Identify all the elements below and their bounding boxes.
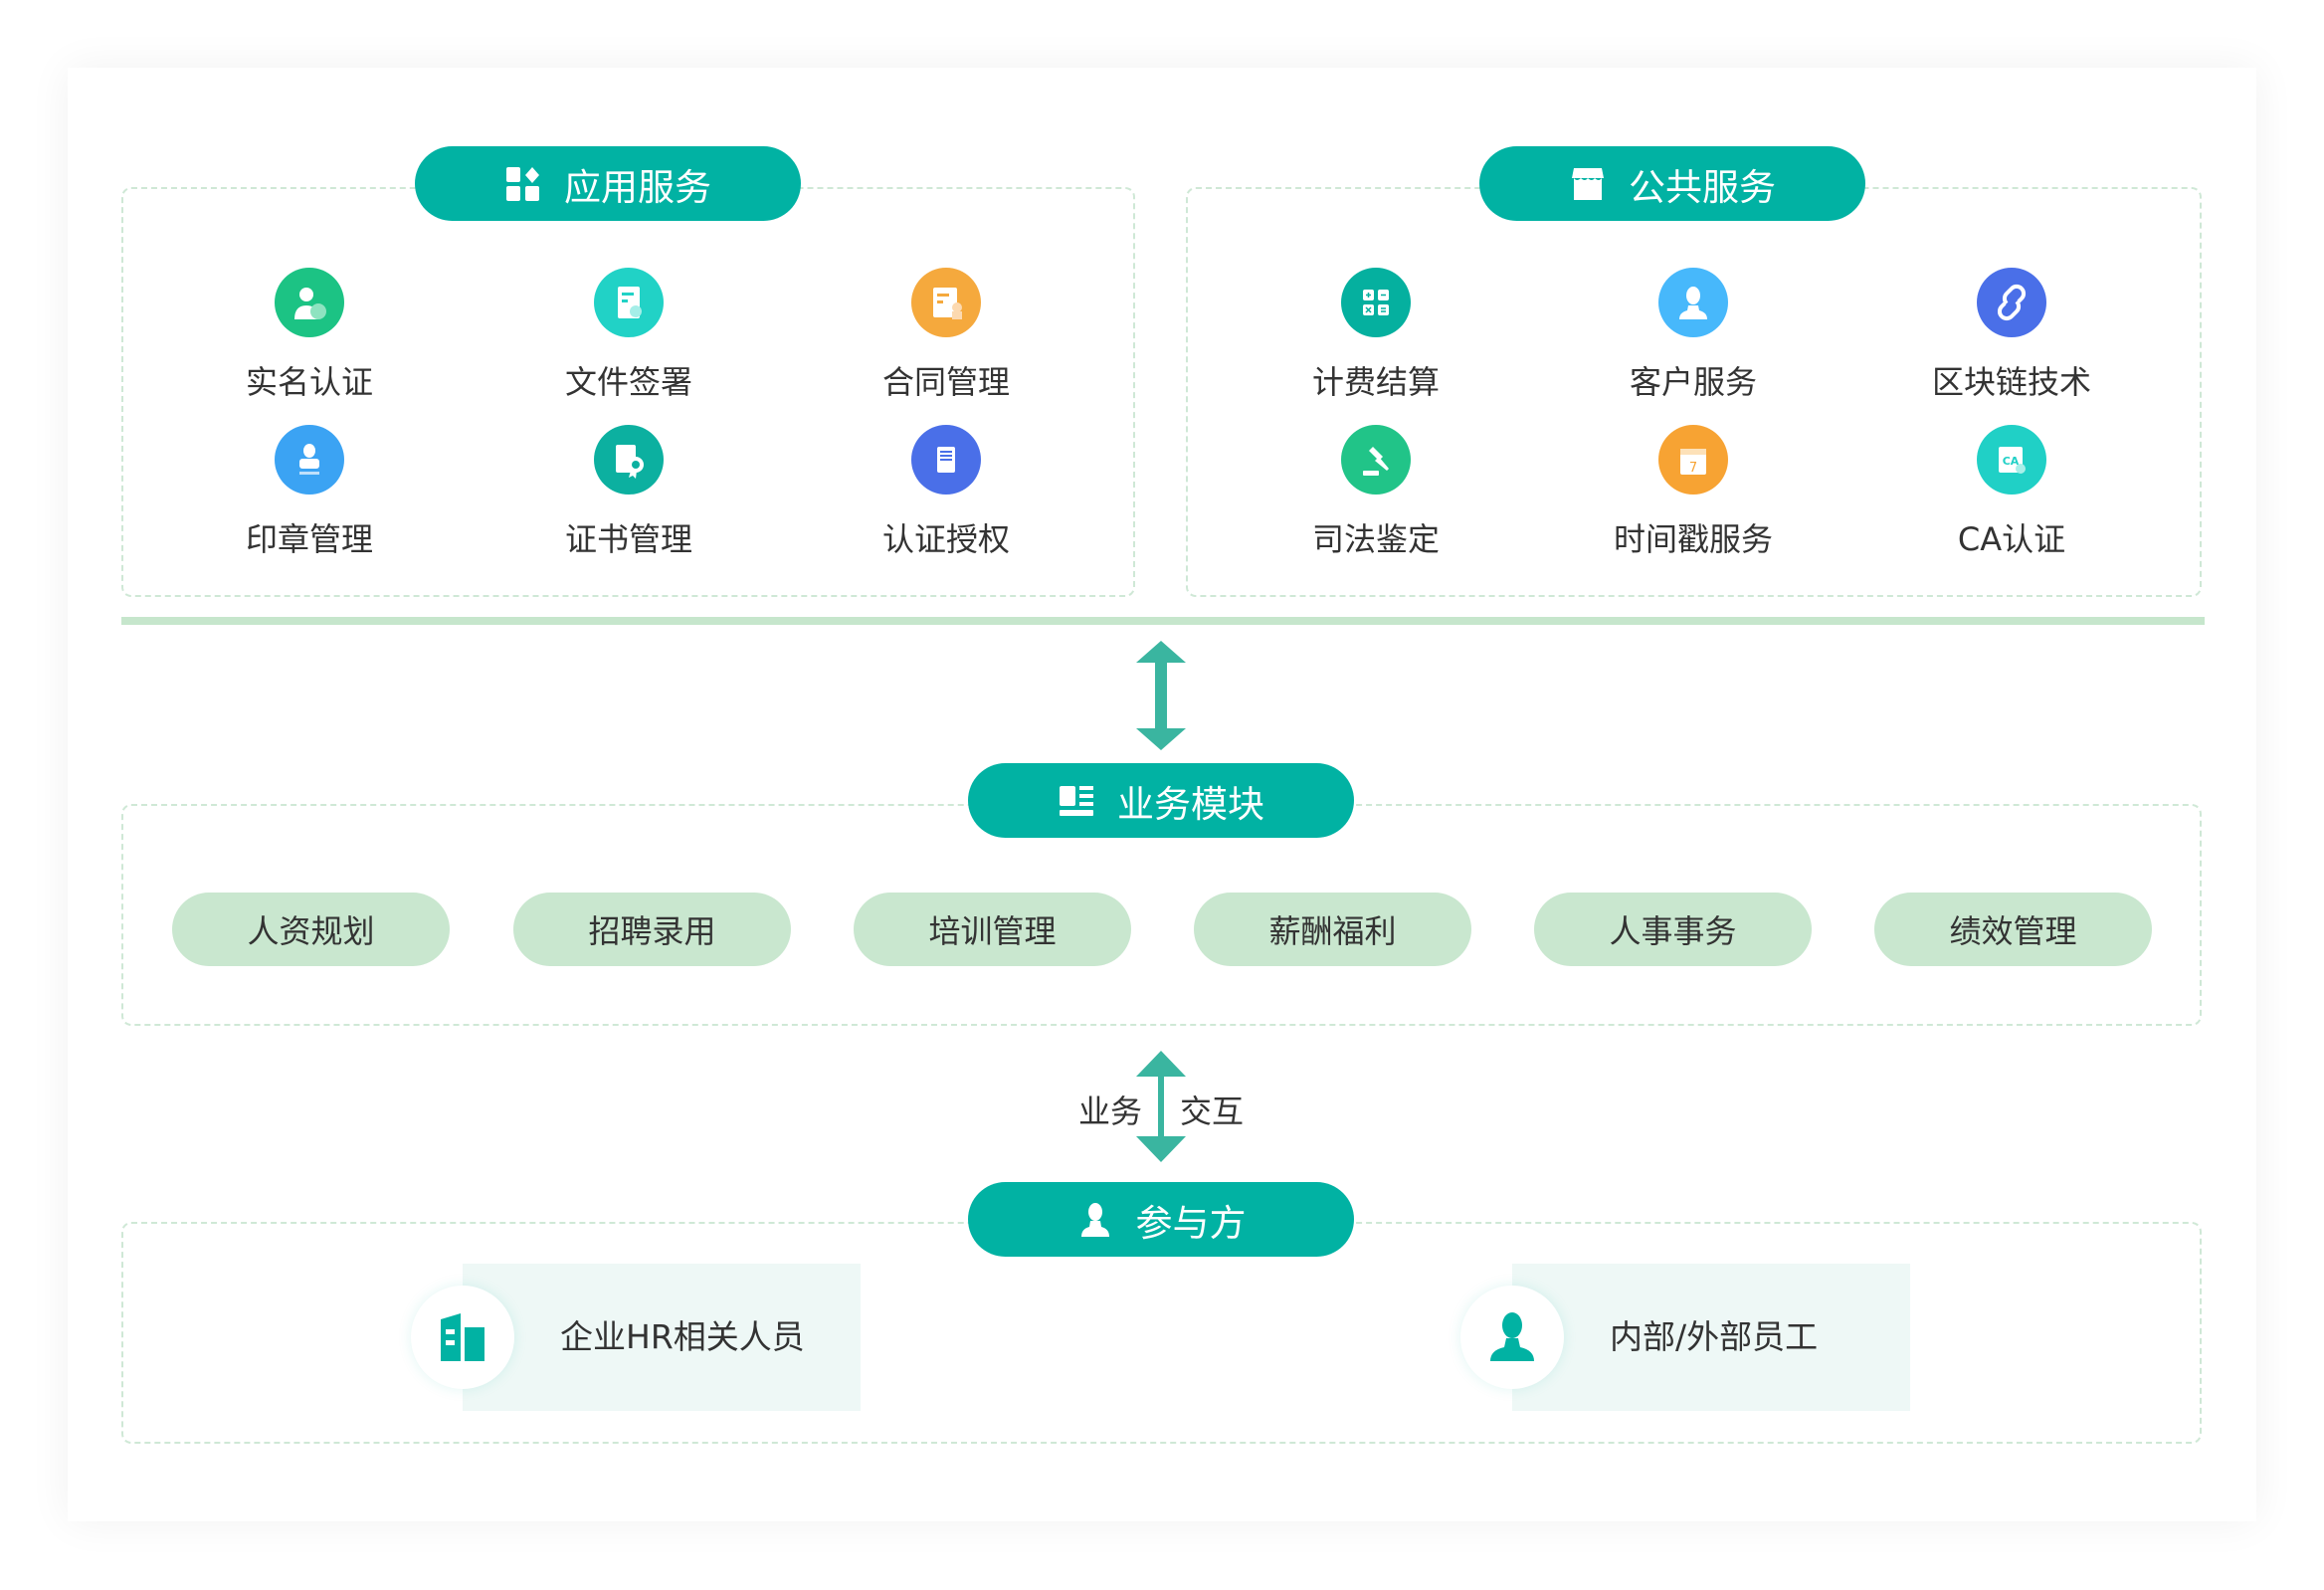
app-service-item: 合同管理 [797,268,1095,403]
public-services-title: 公共服务 [1629,165,1776,209]
module-pill[interactable]: 人事事务 [1534,893,1812,966]
divider-line [121,617,2205,625]
employee-icon [1490,1312,1534,1361]
public-service-item: 司法鉴定 [1227,425,1525,560]
service-label: 计费结算 [1311,363,1440,401]
person-icon [1080,1202,1109,1237]
certificate-icon [616,445,644,479]
service-label: 文件签署 [564,363,692,401]
app-service-item: 文件签署 [480,268,778,403]
service-label: 时间戳服务 [1613,520,1773,558]
building-icon [441,1313,484,1361]
stamp-icon [299,444,319,475]
authorization-icon [937,447,955,473]
contract-icon [933,288,962,319]
interaction-label-right: 交互 [1180,1093,1245,1130]
gavel-icon [1363,447,1389,476]
chain-link-icon [1997,284,2027,321]
service-label: 实名认证 [245,363,373,401]
service-label: 区块链技术 [1931,363,2091,401]
app-service-item: 认证授权 [797,425,1095,560]
document-sign-icon [618,287,642,318]
public-service-item: CA CA认证 [1862,425,2161,560]
participant-label: 内部/外部员工 [1610,1317,1819,1356]
app-services-header: 应用服务 [415,146,801,221]
user-verified-icon [294,288,326,319]
participant-label: 企业HR相关人员 [560,1317,805,1356]
public-service-item: 区块链技术 [1862,268,2161,403]
calendar-icon: 7 [1680,449,1706,476]
service-label: 客户服务 [1629,363,1757,401]
public-services-header: 公共服务 [1479,146,1865,221]
interaction-label-left: 业务 [1078,1093,1143,1130]
service-label: CA认证 [1957,520,2066,558]
app-service-item: 印章管理 [160,425,459,560]
participant-hr: 企业HR相关人员 [411,1264,861,1411]
service-label: 合同管理 [881,363,1010,401]
participant-employee: 内部/外部员工 [1460,1264,1910,1411]
store-icon [1572,167,1604,200]
app-services-title: 应用服务 [564,165,711,209]
app-service-item: 实名认证 [160,268,459,403]
double-arrow-icon [1136,641,1186,750]
grid-apps-icon [506,166,539,201]
svg-text:7: 7 [1689,461,1697,476]
participants-title: 参与方 [1135,1201,1247,1245]
participants-header: 参与方 [968,1182,1354,1257]
module-pill[interactable]: 培训管理 [854,893,1131,966]
service-label: 认证授权 [881,520,1010,558]
module-list-icon [1060,785,1093,816]
svg-text:CA: CA [2003,455,2020,468]
service-label: 证书管理 [564,520,692,558]
public-service-item: 计费结算 [1227,268,1525,403]
module-pill[interactable]: 薪酬福利 [1194,893,1471,966]
customer-icon [1679,287,1707,319]
service-label: 印章管理 [245,520,373,558]
module-pill[interactable]: 绩效管理 [1874,893,2152,966]
ca-cert-icon: CA [1999,447,2026,474]
interaction-arrow-icon [1136,1051,1186,1162]
service-label: 司法鉴定 [1311,520,1440,558]
calculator-icon [1363,290,1389,315]
app-service-item: 证书管理 [480,425,778,560]
business-modules-title: 业务模块 [1117,782,1264,826]
public-service-item: 客户服务 [1544,268,1842,403]
business-modules-header: 业务模块 [968,763,1354,838]
module-pill[interactable]: 招聘录用 [513,893,791,966]
public-service-item: 7 时间戳服务 [1544,425,1842,560]
module-pill[interactable]: 人资规划 [172,893,450,966]
